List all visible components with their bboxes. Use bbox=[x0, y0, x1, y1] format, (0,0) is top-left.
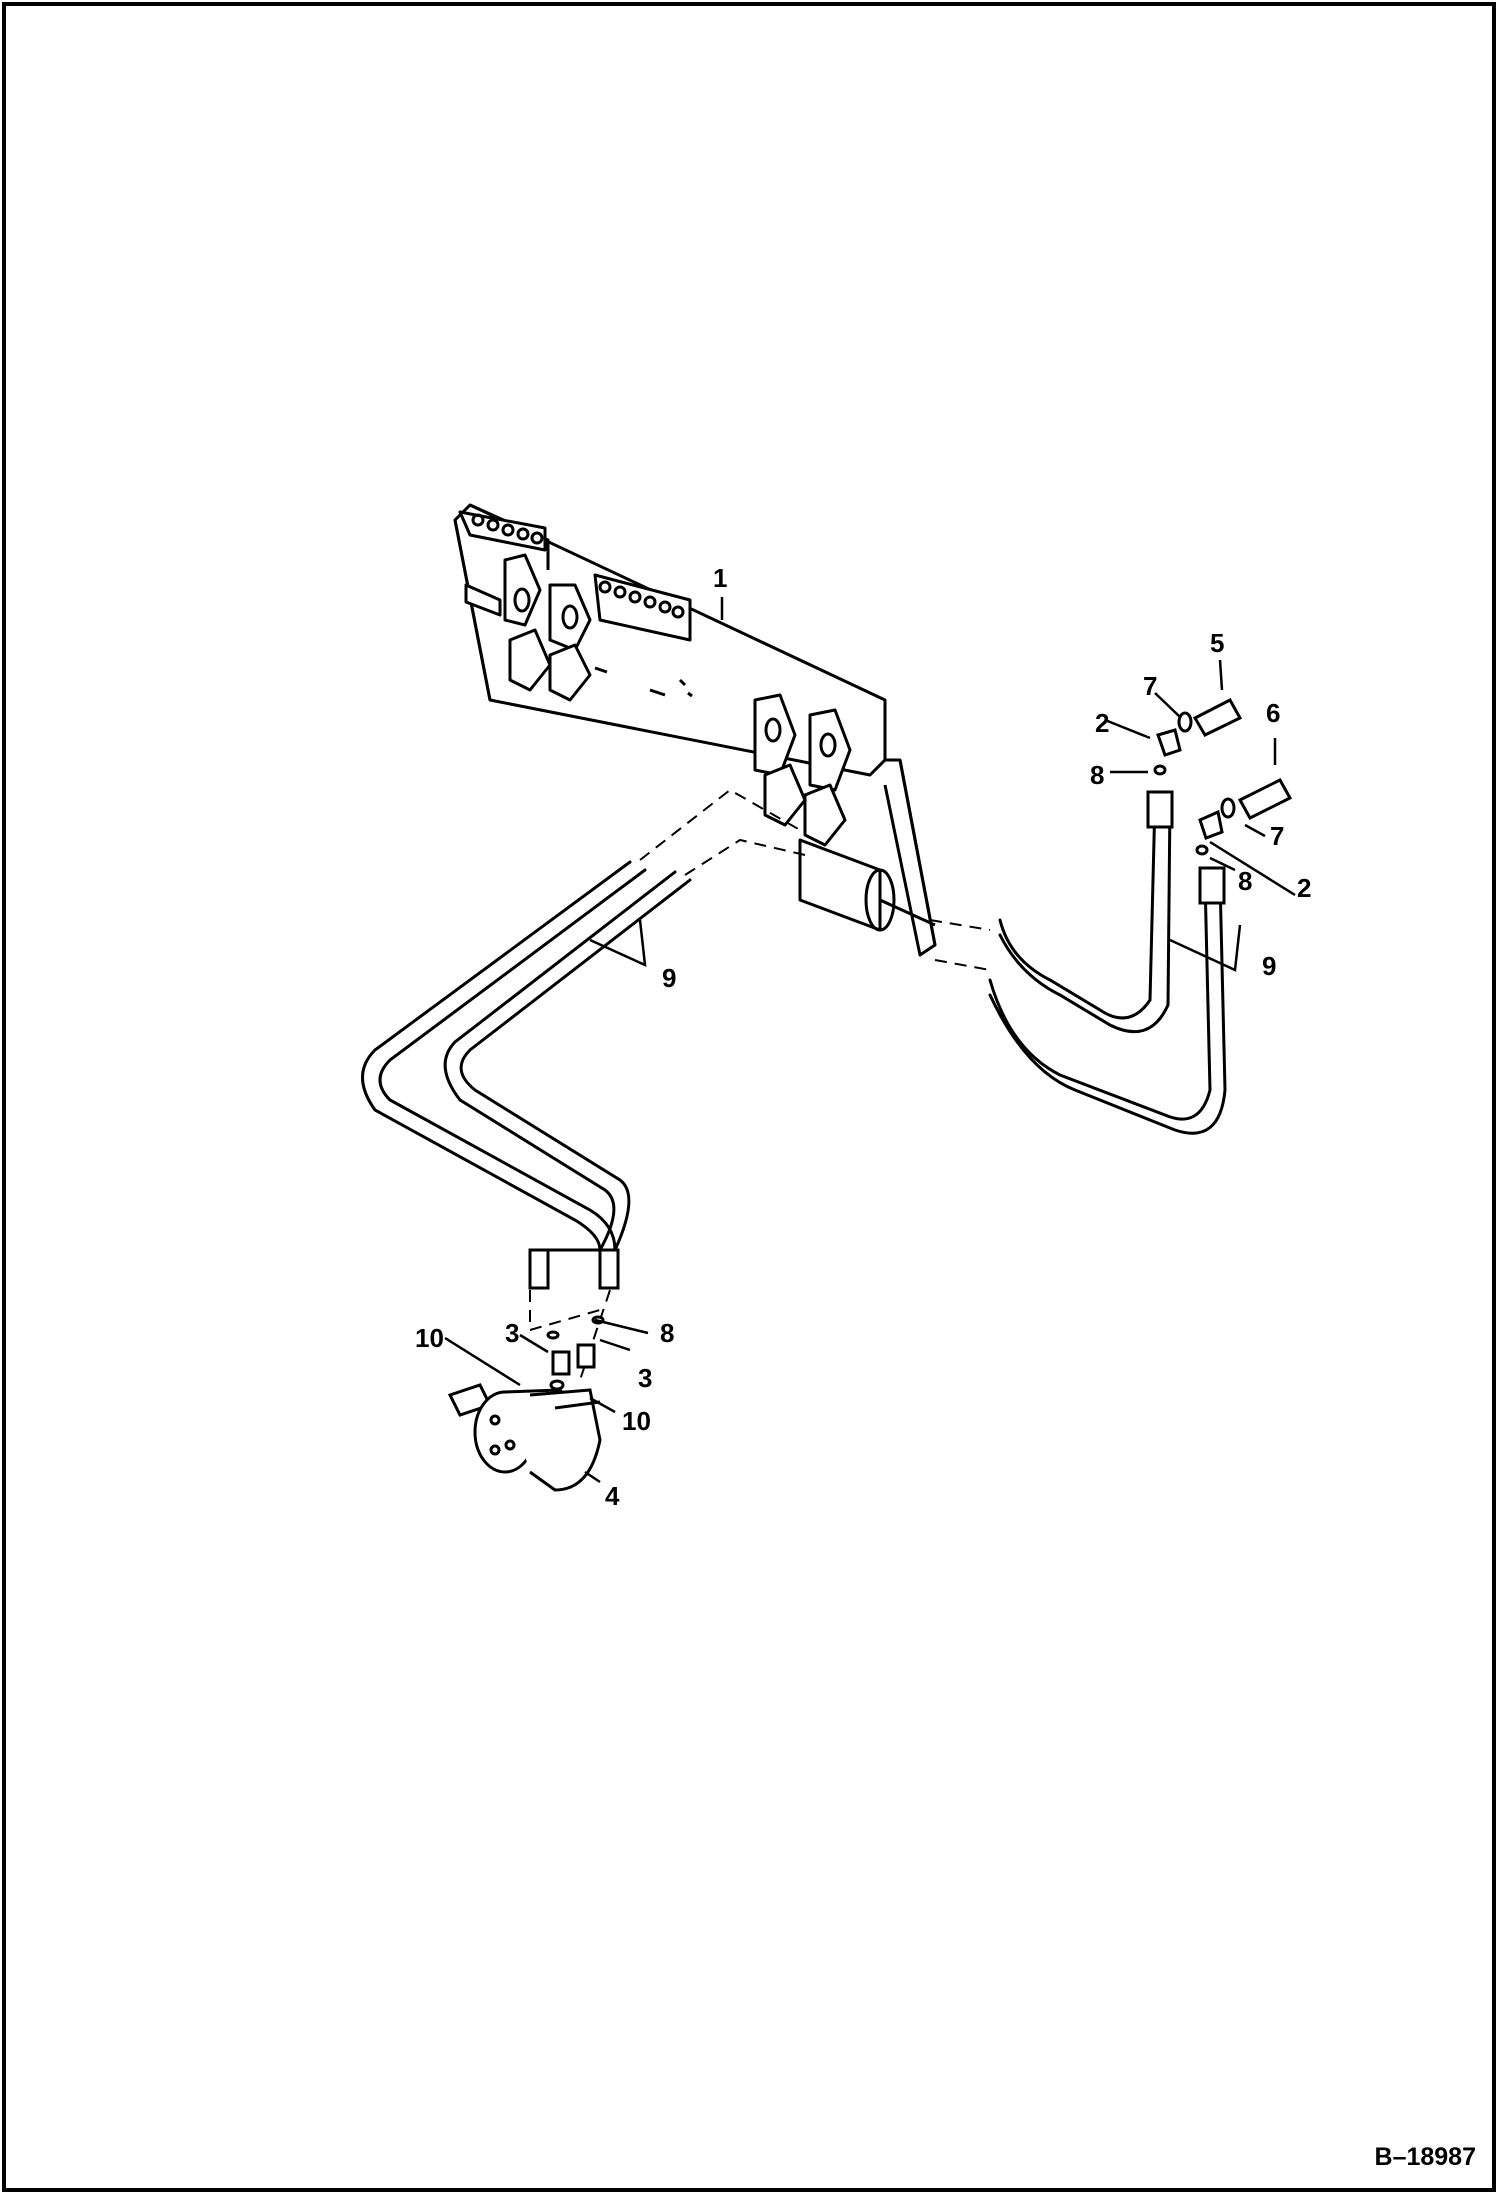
callout-hoses-left: 9 bbox=[662, 963, 677, 993]
callout-oring-upper: 7 bbox=[1143, 671, 1158, 701]
callout-coupler-female: 6 bbox=[1266, 698, 1281, 728]
hydraulic-hoses bbox=[361, 790, 1227, 1290]
callout-adapter-left: 3 bbox=[505, 1318, 520, 1348]
callout-elbow-lower: 2 bbox=[1297, 873, 1312, 903]
callout-motor: 4 bbox=[605, 1481, 620, 1511]
callout-oring-b: 8 bbox=[1238, 866, 1253, 896]
callout-oring-motor-left: 10 bbox=[415, 1323, 444, 1353]
callout-oring-motor-right: 10 bbox=[622, 1406, 651, 1436]
callout-elbow-upper: 2 bbox=[1095, 708, 1110, 738]
callout-oring-lower: 7 bbox=[1270, 821, 1285, 851]
callout-oring-a: 8 bbox=[1090, 760, 1105, 790]
document-id: B–18987 bbox=[1374, 2143, 1476, 2171]
attachment-frame bbox=[453, 503, 937, 957]
callout-adapter-right: 3 bbox=[638, 1363, 653, 1393]
routing-dashes bbox=[529, 788, 991, 1381]
callout-oring-motor: 8 bbox=[660, 1318, 675, 1348]
callout-hoses-right: 9 bbox=[1262, 951, 1277, 981]
callout-frame: 1 bbox=[713, 563, 728, 593]
leader-lines bbox=[444, 597, 1296, 1484]
coupler-fittings bbox=[546, 698, 1293, 1404]
hydraulic-motor bbox=[447, 1383, 602, 1492]
callout-coupler-male: 5 bbox=[1210, 628, 1225, 658]
